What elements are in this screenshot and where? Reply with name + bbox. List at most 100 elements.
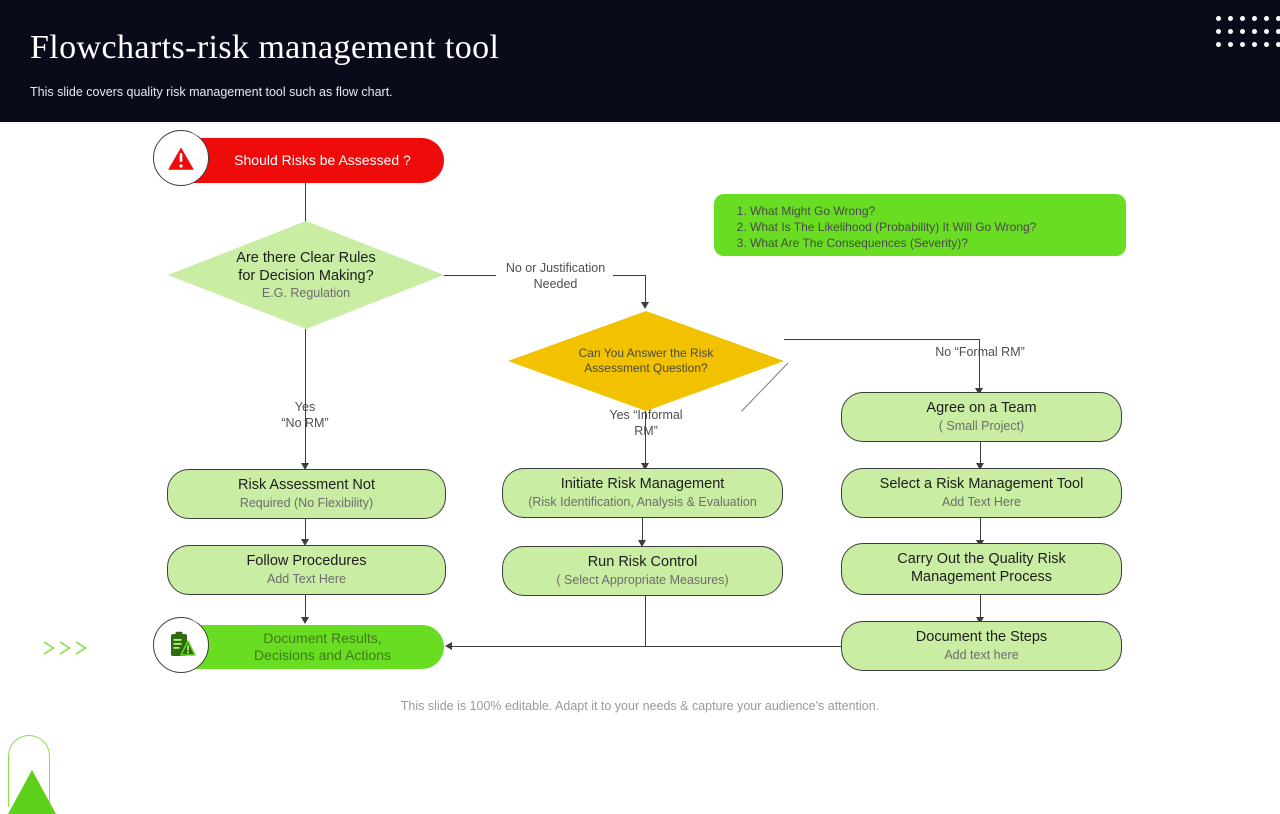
node-label-line2: Assessment Question? [584,361,708,375]
arrowhead [975,463,984,470]
edge-label-no-or-justification: No or Justification Needed [505,261,606,291]
arrowhead [975,388,983,395]
dot [1240,16,1245,21]
callout-list: What Might Go Wrong?What Is The Likeliho… [728,204,1112,252]
dot [1276,16,1280,21]
dot [1216,16,1221,21]
dot [1216,42,1221,47]
page-title: Flowcharts-risk management tool [30,29,500,66]
clipboard-checklist-icon [153,617,209,673]
node-run-risk-control[interactable]: Run Risk Control ( Select Appropriate Me… [502,546,783,596]
node-label-line1: Initiate Risk Management [560,475,725,492]
dot [1264,29,1269,34]
node-label-line2: Required (No Flexibility) [239,496,374,511]
node-label-line2: Add text here [944,648,1019,663]
callout-list-item: What Is The Likelihood (Probability) It … [750,220,1112,236]
connector-bottom-bus [452,646,841,648]
node-follow-procedures[interactable]: Follow Procedures Add Text Here [167,545,446,595]
callout-risk-questions: What Might Go Wrong?What Is The Likeliho… [714,194,1126,256]
slide-header: Flowcharts-risk management tool This sli… [0,0,1280,122]
warning-triangle-icon [153,130,209,186]
edge-label-no-formal-rm: No “Formal RM” [935,345,1025,359]
arrowhead [445,641,452,650]
connector-mid-1-2 [642,518,644,543]
node-label-line1: Agree on a Team [926,399,1037,416]
connector-left-1-2 [305,519,307,542]
connector-right-1-2 [980,442,982,466]
node-carry-out-quality-risk-process[interactable]: Carry Out the Quality Risk Management Pr… [841,543,1122,595]
chevron-right-icon-3 [76,641,87,655]
node-label-line1: Risk Assessment Not [238,476,375,493]
node-risk-assessment-not-required[interactable]: Risk Assessment Not Required (No Flexibi… [167,469,446,519]
arrowhead [300,617,309,624]
dot [1252,29,1257,34]
node-should-risks-be-assessed[interactable]: Should Risks be Assessed ? [153,130,444,186]
node-select-risk-management-tool[interactable]: Select a Risk Management Tool Add Text H… [841,468,1122,518]
arrowhead [300,539,309,546]
dot [1228,16,1233,21]
footer-note: This slide is 100% editable. Adapt it to… [400,699,880,713]
page-subtitle: This slide covers quality risk managemen… [30,85,393,99]
node-label-line2: Decisions and Actions [254,647,391,663]
arrowhead [641,463,649,470]
connector-down-to-answer [645,275,647,303]
node-label-line1: Can You Answer the Risk [578,346,714,360]
node-label-line1: Follow Procedures [246,552,367,569]
node-label-line1: Select a Risk Management Tool [879,475,1084,492]
edge-label-yes-informal-rm: Yes “Informal RM” [609,408,683,438]
dot-grid-icon [1216,16,1280,58]
node-label-line1: Carry Out the Quality Risk [897,551,1066,568]
dot [1228,42,1233,47]
node-document-the-steps[interactable]: Document the Steps Add text here [841,621,1122,671]
dot [1240,29,1245,34]
chevron-right-icon-1 [44,641,55,655]
connector-no-formal-rm-down [979,339,981,389]
node-label: Document Results, Decisions and Actions [167,630,444,665]
node-label-line2: Management Process [910,569,1053,585]
node-label-line1: Document Results, [263,629,382,646]
node-label-line1: Document the Steps [915,628,1048,645]
node-agree-on-a-team[interactable]: Agree on a Team ( Small Project) [841,392,1122,442]
connector-to-answer-top [613,275,646,277]
slide-canvas: Flowcharts-risk management tool This sli… [0,0,1280,720]
dot [1216,29,1221,34]
dot [1264,16,1269,21]
dot [1252,16,1257,21]
node-label-line2: ( Small Project) [938,419,1025,434]
node-label-line2: for Decision Making? [238,267,374,284]
connector-rules-right [444,275,496,277]
node-label-line2: (Risk Identification, Analysis & Evaluat… [528,495,757,510]
connector-rules-down [305,329,307,469]
connector-right-2-3 [980,518,982,543]
dot [1264,42,1269,47]
connector-answer-right [784,339,980,341]
node-label-line2: ( Select Appropriate Measures) [556,573,729,588]
chevron-right-icon-2 [60,641,71,655]
arrowhead [300,463,309,470]
dot [1276,29,1280,34]
connector-left-2-end [305,595,307,620]
node-clear-rules-decision[interactable]: Are there Clear Rules for Decision Makin… [168,221,444,329]
connector-right-3-4 [980,595,982,620]
arrowhead [637,540,646,547]
connector-start-to-rules [305,183,307,235]
edge-label-yes-no-rm: Yes “No RM” [281,400,329,430]
callout-list-item: What Are The Consequences (Severity)? [750,236,1112,252]
node-label-line1: Run Risk Control [587,553,698,570]
dot [1276,42,1280,47]
node-label-line2: Add Text Here [942,495,1021,510]
node-can-you-answer-risk-shape[interactable]: Can You Answer the Risk Assessment Quest… [508,311,784,411]
node-label-line2: Add Text Here [267,572,346,587]
node-initiate-risk-management[interactable]: Initiate Risk Management (Risk Identific… [502,468,783,518]
flowchart-area: Should Risks be Assessed ? Are there Cle… [0,122,1280,814]
node-label-line3: E.G. Regulation [261,285,351,300]
node-label-line1: Are there Clear Rules [236,249,376,266]
arrowhead [641,302,649,309]
callout-list-item: What Might Go Wrong? [750,204,1112,220]
dot [1228,29,1233,34]
dot [1252,42,1257,47]
node-document-results[interactable]: Document Results, Decisions and Actions [153,617,444,673]
connector-answer-down [645,411,647,490]
green-triangle-decoration [8,770,56,814]
connector-mid-2-to-bottom-bus [645,596,647,646]
